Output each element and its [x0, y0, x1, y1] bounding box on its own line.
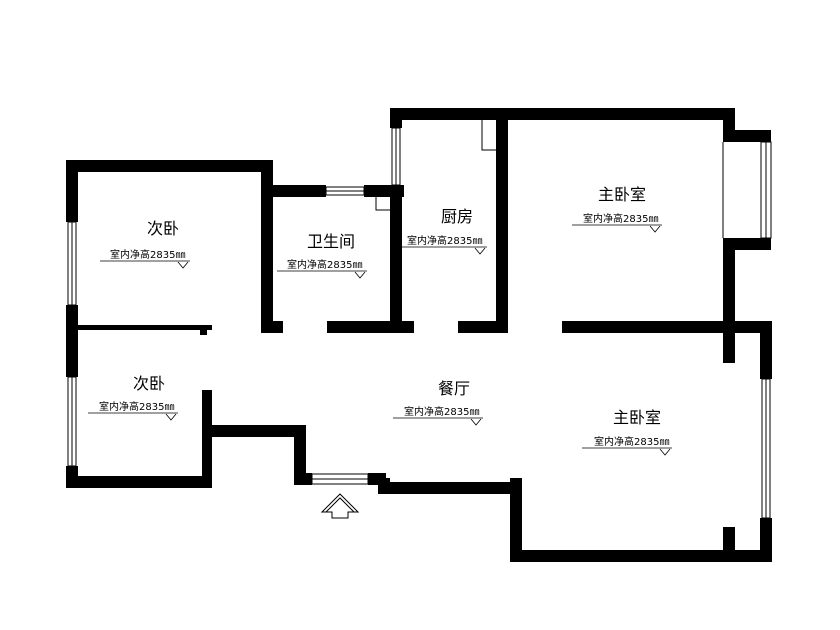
wall-bath-left-pillar — [261, 160, 273, 191]
wall-master-left — [510, 478, 522, 562]
walls — [66, 108, 772, 562]
room-height-note: 室内净高2835㎜ — [583, 212, 658, 225]
wall-bath-top-left — [261, 185, 326, 197]
wall-kitchen-right — [496, 108, 508, 333]
wall-left-bottom — [66, 476, 212, 488]
wall-dining-step-side — [294, 425, 306, 485]
room-label-master-bottom: 主卧室 室内净高2835㎜ — [582, 408, 672, 456]
room-label-dining: 餐厅 室内净高2835㎜ — [393, 379, 483, 426]
wall-master-inner-stub-top — [723, 321, 735, 363]
windows — [67, 127, 772, 519]
window-left-upper — [67, 221, 77, 306]
room-name: 次卧 — [133, 374, 165, 393]
wall-bath-bottom — [327, 321, 414, 333]
wall-bedroom-divider — [78, 325, 212, 330]
wall-dining-bottom-left — [294, 473, 312, 485]
room-height-note: 室内净高2835㎜ — [407, 234, 482, 247]
wall-master-right-middle — [723, 238, 735, 333]
room-labels: 次卧 室内净高2835㎜ 卫生间 室内净高2835㎜ 厨房 室内净高2835㎜ … — [88, 185, 672, 456]
bathroom-duct — [375, 197, 390, 211]
room-height-note: 室内净高2835㎜ — [404, 405, 479, 418]
wall-master-bottom-right-upper — [760, 321, 772, 379]
wall-left-bedroom-top — [66, 160, 273, 172]
room-name: 次卧 — [147, 219, 179, 238]
wall-lower-bedroom-right — [202, 390, 212, 488]
wall-bath-bottom-stub — [261, 321, 283, 333]
room-name: 餐厅 — [438, 379, 470, 398]
room-name: 主卧室 — [598, 185, 646, 204]
room-height-note: 室内净高2835㎜ — [110, 248, 185, 261]
window-left-lower — [67, 376, 77, 467]
wall-bay-top — [723, 130, 771, 142]
wall-bath-left — [261, 185, 273, 333]
wall-dining-step-top — [202, 425, 306, 437]
room-label-bathroom: 卫生间 室内净高2835㎜ — [277, 232, 367, 279]
room-label-kitchen: 厨房 室内净高2835㎜ — [397, 207, 487, 255]
fixtures — [375, 120, 496, 211]
window-master-bottom-right — [761, 378, 771, 519]
room-height-note: 室内净高2835㎜ — [99, 400, 174, 413]
window-master-bay — [722, 141, 772, 239]
wall-master-bottom — [510, 550, 772, 562]
wall-kitchen-top — [390, 108, 735, 120]
room-height-note: 室内净高2835㎜ — [594, 435, 669, 448]
window-kitchen — [391, 127, 401, 186]
wall-left-upper — [66, 160, 78, 222]
room-name: 卫生间 — [307, 232, 355, 251]
wall-kitchen-bottom — [458, 321, 508, 333]
entrance-arrow-icon — [320, 493, 360, 519]
room-height-note: 室内净高2835㎜ — [287, 258, 362, 271]
entrance-opening — [311, 473, 369, 485]
wall-bath-right — [390, 185, 402, 333]
room-name: 主卧室 — [613, 408, 661, 427]
kitchen-duct — [481, 120, 496, 151]
wall-dining-bottom-long — [378, 482, 522, 494]
room-name: 厨房 — [441, 207, 473, 226]
room-label-master-top: 主卧室 室内净高2835㎜ — [572, 185, 662, 233]
room-label-bedroom-2-bottom: 次卧 室内净高2835㎜ — [88, 374, 178, 421]
wall-master-divider — [562, 321, 772, 333]
wall-kitchen-left-upper — [390, 108, 402, 128]
room-label-bedroom-2-top: 次卧 室内净高2835㎜ — [100, 219, 190, 269]
window-bathroom — [325, 186, 365, 196]
wall-bedroom-divider-stub — [200, 325, 207, 335]
wall-left-middle — [66, 305, 78, 377]
